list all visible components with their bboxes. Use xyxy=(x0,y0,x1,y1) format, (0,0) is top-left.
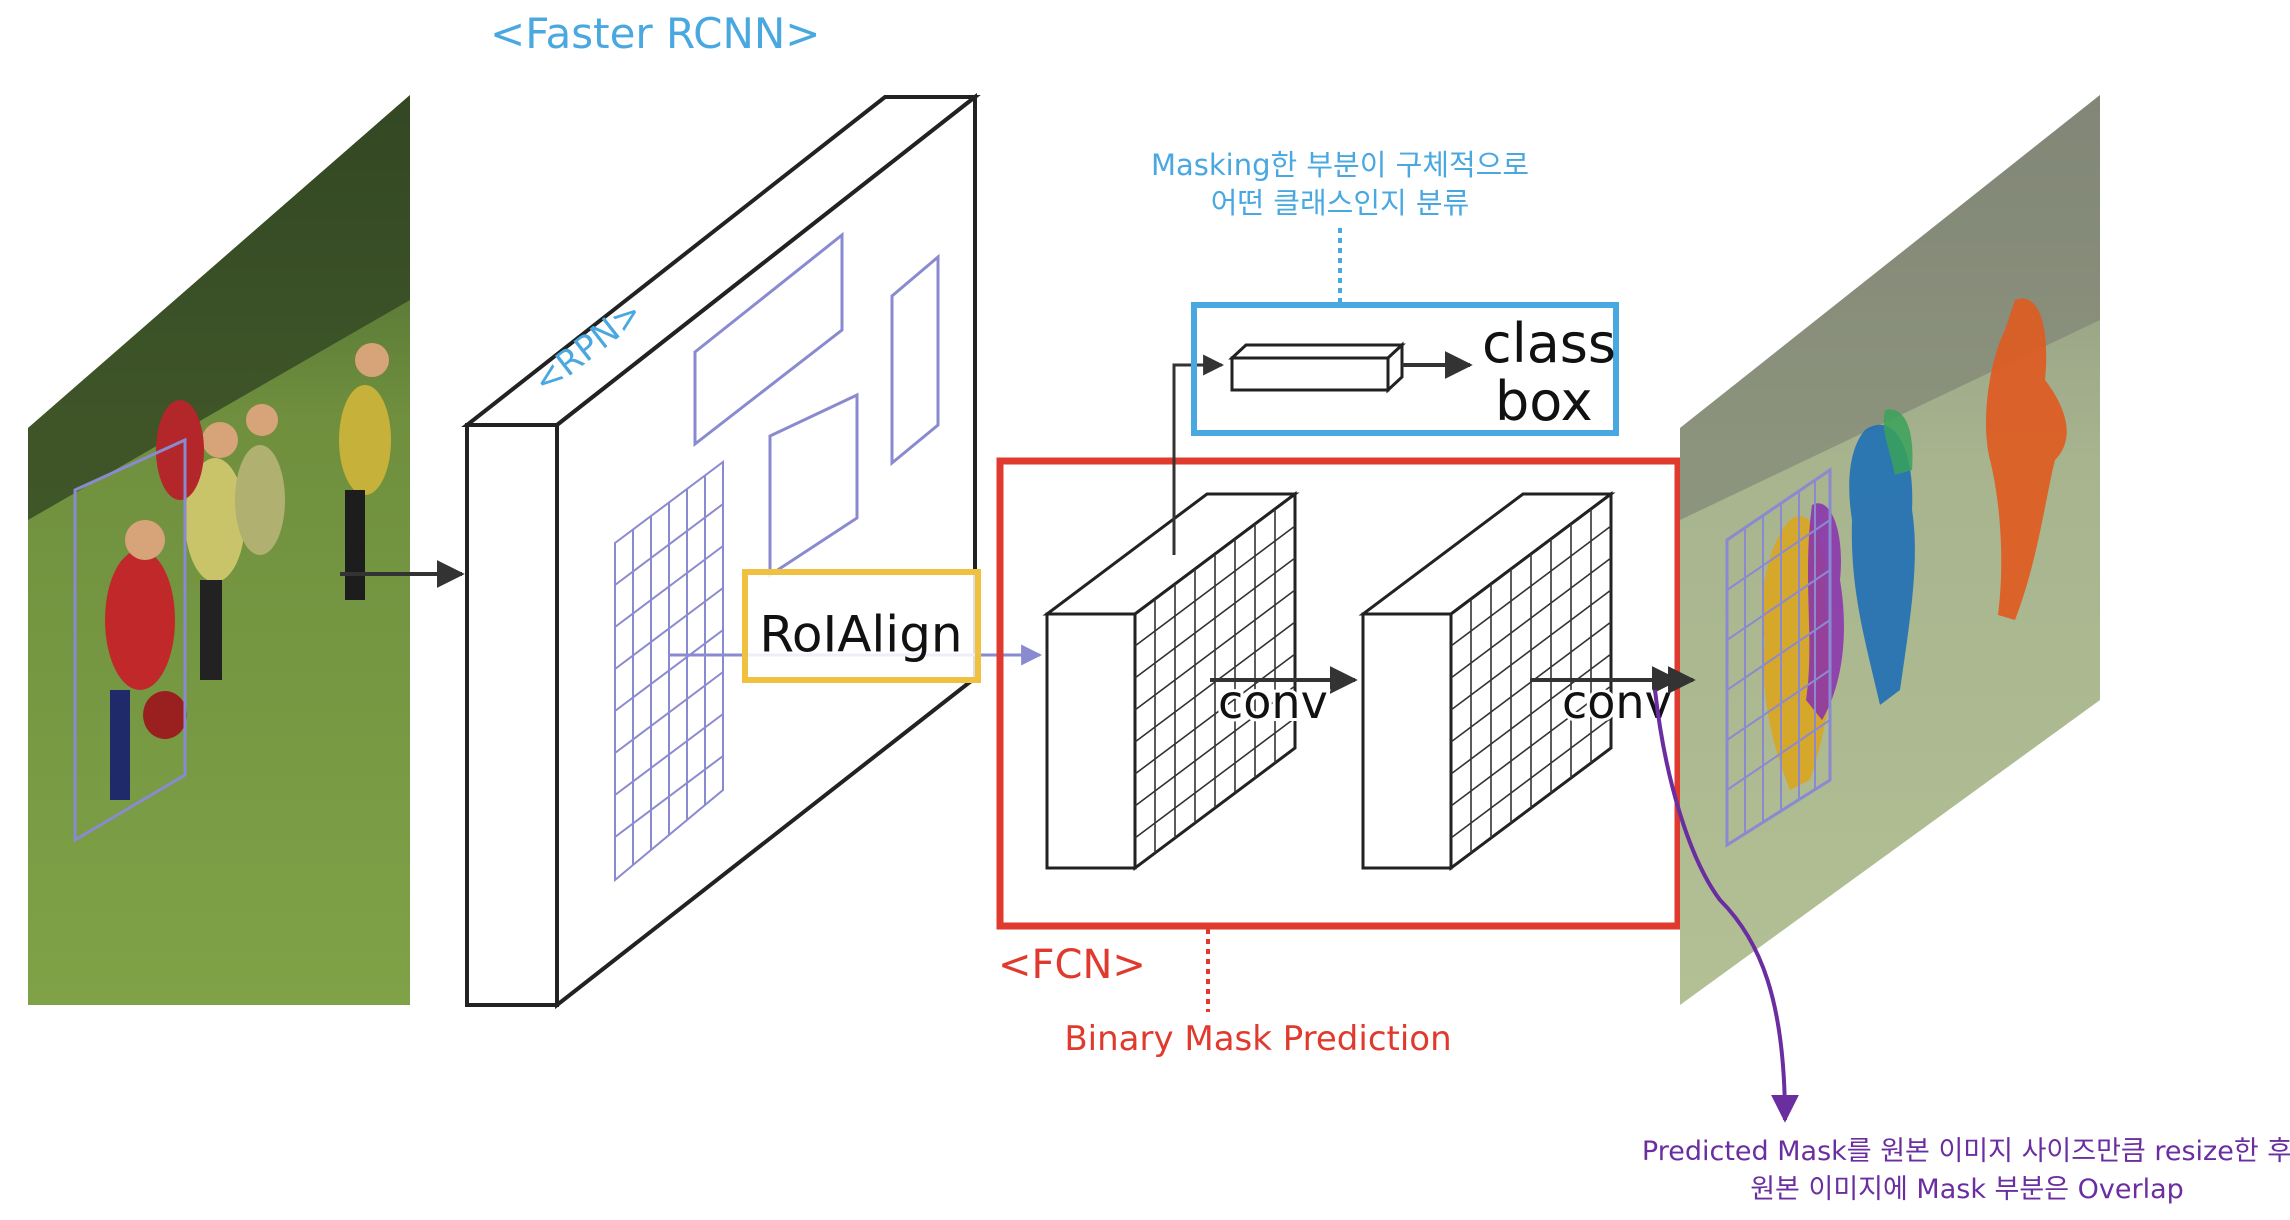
masking-annotation-line2: 어떤 클래스인지 분류 xyxy=(1211,186,1470,220)
conv-label-1: conv xyxy=(1218,675,1328,729)
proposal-box-3 xyxy=(768,392,859,578)
roialign-box: RoIAlign xyxy=(742,569,981,683)
detection-box-left xyxy=(73,437,187,843)
proposal-box-1 xyxy=(693,231,844,448)
conv-label-2: conv xyxy=(1562,675,1672,729)
roialign-label: RoIAlign xyxy=(759,606,962,664)
input-image xyxy=(28,95,410,1005)
conv-block-1 xyxy=(1042,491,1300,871)
arrow-predicted-mask xyxy=(1653,689,1799,1123)
arrow-to-class-box xyxy=(1172,354,1225,555)
proposal-box-2 xyxy=(890,253,940,467)
faster-rcnn-title: <Faster RCNN> xyxy=(490,9,820,58)
class-label: class xyxy=(1482,312,1616,375)
detection-box-right xyxy=(1725,467,1832,848)
predicted-annotation-line2: 원본 이미지에 Mask 부분은 Overlap xyxy=(1750,1174,2184,1205)
class-box-frame xyxy=(1191,302,1619,436)
fcn-label: <FCN> xyxy=(998,942,1146,988)
fc-layer xyxy=(1228,341,1406,394)
mask-grid-right xyxy=(1726,481,1831,833)
predicted-annotation-line1: Predicted Mask를 원본 이미지 사이즈만큼 resize한 후 xyxy=(1642,1136,2290,1167)
masking-annotation-line1: Masking한 부분이 구체적으로 xyxy=(1151,148,1529,182)
box-label: box xyxy=(1495,370,1593,433)
rpn-block: <RPN> xyxy=(461,92,981,1010)
binary-mask-label: Binary Mask Prediction xyxy=(1064,1019,1451,1059)
rpn-grid xyxy=(614,460,724,883)
output-image xyxy=(1680,95,2100,1005)
